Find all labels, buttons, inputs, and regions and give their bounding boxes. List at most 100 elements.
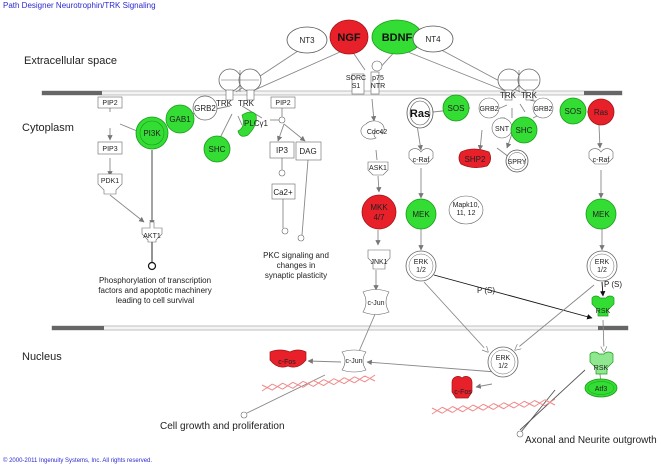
svg-text:c-Raf: c-Raf bbox=[413, 157, 430, 164]
junction-ip3 bbox=[278, 169, 286, 177]
svg-text:PIP2: PIP2 bbox=[102, 100, 117, 107]
node-nt4[interactable]: NT4 bbox=[412, 25, 454, 53]
node-atf3[interactable]: Atf3 bbox=[584, 378, 618, 398]
node-dag[interactable]: DAG bbox=[295, 141, 322, 161]
edge-label-p-s-a: P (S) bbox=[477, 286, 495, 295]
svg-text:GRB2: GRB2 bbox=[479, 106, 498, 113]
terminus-ca bbox=[281, 227, 289, 235]
node-grb2-left[interactable]: GRB2 bbox=[192, 95, 218, 121]
svg-text:SHC: SHC bbox=[516, 126, 533, 135]
node-craf-left[interactable]: c-Raf bbox=[408, 148, 434, 165]
svg-text:NT3: NT3 bbox=[299, 36, 315, 45]
svg-text:SOS: SOS bbox=[565, 107, 582, 116]
node-pip3[interactable]: PIP3 bbox=[97, 141, 123, 155]
node-grb2-right[interactable]: GRB2 bbox=[532, 97, 554, 119]
svg-text:IP3: IP3 bbox=[276, 146, 289, 155]
node-trk-left[interactable]: TRK TRK bbox=[216, 68, 262, 108]
svg-text:PI3K: PI3K bbox=[143, 129, 161, 138]
node-craf-right[interactable]: c-Raf bbox=[588, 148, 614, 165]
node-plcg1[interactable]: PLCγ1 bbox=[237, 111, 269, 137]
svg-text:SHC: SHC bbox=[209, 145, 226, 154]
svg-text:TRK: TRK bbox=[521, 91, 538, 100]
node-grb2-mid[interactable]: GRB2 bbox=[478, 97, 500, 119]
svg-text:SNT: SNT bbox=[495, 126, 510, 133]
page-title: Path Designer Neurotrophin/TRK Signaling bbox=[3, 1, 156, 10]
terminus-growth bbox=[240, 411, 248, 419]
svg-text:NGF: NGF bbox=[337, 32, 361, 44]
svg-text:ASK1: ASK1 bbox=[369, 165, 387, 172]
node-pdk1[interactable]: PDK1 bbox=[97, 173, 123, 195]
svg-text:JNK1: JNK1 bbox=[370, 259, 387, 266]
terminus-axonal bbox=[516, 430, 524, 438]
node-mek-left[interactable]: MEK bbox=[405, 198, 437, 230]
node-spry[interactable]: SPRY bbox=[505, 149, 529, 173]
node-ca2[interactable]: Ca2+ bbox=[271, 183, 296, 200]
node-snt[interactable]: SNT bbox=[491, 117, 513, 139]
node-ras-left[interactable]: Ras bbox=[406, 97, 434, 129]
svg-text:Ca2+: Ca2+ bbox=[273, 188, 293, 197]
node-shp2[interactable]: SHP2 bbox=[458, 148, 491, 168]
plasma-membrane bbox=[41, 90, 623, 96]
node-pip2-mid[interactable]: PIP2 bbox=[270, 96, 296, 109]
node-shc-left[interactable]: SHC bbox=[203, 135, 231, 163]
svg-text:SOS: SOS bbox=[448, 104, 465, 113]
svg-text:TRK: TRK bbox=[216, 99, 233, 108]
svg-text:MEK: MEK bbox=[412, 210, 430, 219]
node-ask1[interactable]: ASK1 bbox=[367, 161, 389, 176]
svg-text:TRK: TRK bbox=[500, 91, 517, 100]
svg-text:Mapk10,11, 12: Mapk10,11, 12 bbox=[453, 202, 480, 217]
svg-text:RSK: RSK bbox=[594, 365, 609, 372]
junction-pip2 bbox=[278, 116, 286, 124]
svg-text:GAB1: GAB1 bbox=[169, 115, 191, 124]
edges bbox=[107, 44, 604, 433]
node-ras-right[interactable]: Ras bbox=[587, 98, 615, 126]
node-rsk-nuc[interactable]: RSK bbox=[589, 351, 614, 375]
terminus-dag bbox=[297, 234, 305, 242]
node-akt1[interactable]: AKT1 bbox=[141, 221, 163, 243]
dna-strand-left bbox=[261, 374, 376, 392]
node-jnk1[interactable]: JNK1 bbox=[367, 249, 391, 270]
node-trk-right[interactable]: TRK TRK bbox=[497, 68, 541, 101]
node-cjun-cyto[interactable]: c-Jun bbox=[362, 289, 390, 315]
node-gab1[interactable]: GAB1 bbox=[165, 104, 195, 134]
node-pi3k[interactable]: PI3K bbox=[135, 116, 169, 150]
svg-text:PDK1: PDK1 bbox=[101, 178, 119, 185]
svg-text:DAG: DAG bbox=[299, 147, 316, 156]
node-cfos-right[interactable]: c-Fos bbox=[451, 376, 473, 399]
node-cfos-left[interactable]: c-Fos bbox=[269, 349, 307, 368]
node-nt3[interactable]: NT3 bbox=[286, 26, 328, 54]
node-mek-right[interactable]: MEK bbox=[585, 198, 617, 230]
node-sos-right[interactable]: SOS bbox=[559, 97, 587, 125]
node-rsk-cyto[interactable]: RSK bbox=[591, 295, 615, 317]
svg-text:Ras: Ras bbox=[410, 108, 430, 120]
node-cjun-nuc[interactable]: c-Jun bbox=[341, 349, 367, 373]
node-ip3[interactable]: IP3 bbox=[269, 141, 295, 159]
terminus-akt bbox=[147, 261, 157, 271]
node-cdc42[interactable]: Cdc42 bbox=[360, 120, 387, 140]
svg-text:SPRY: SPRY bbox=[508, 159, 527, 166]
node-ngf[interactable]: NGF bbox=[329, 19, 369, 55]
svg-text:GRB2: GRB2 bbox=[194, 104, 216, 113]
svg-text:TRK: TRK bbox=[238, 99, 255, 108]
node-mapk[interactable]: Mapk10,11, 12 bbox=[448, 195, 484, 225]
svg-text:c-Raf: c-Raf bbox=[593, 157, 610, 164]
node-sos-left[interactable]: SOS bbox=[442, 94, 470, 122]
svg-text:GRB2: GRB2 bbox=[533, 106, 552, 113]
node-shc-right[interactable]: SHC bbox=[510, 116, 538, 144]
svg-text:Atf3: Atf3 bbox=[595, 386, 608, 393]
node-pip2-left[interactable]: PIP2 bbox=[97, 96, 123, 109]
